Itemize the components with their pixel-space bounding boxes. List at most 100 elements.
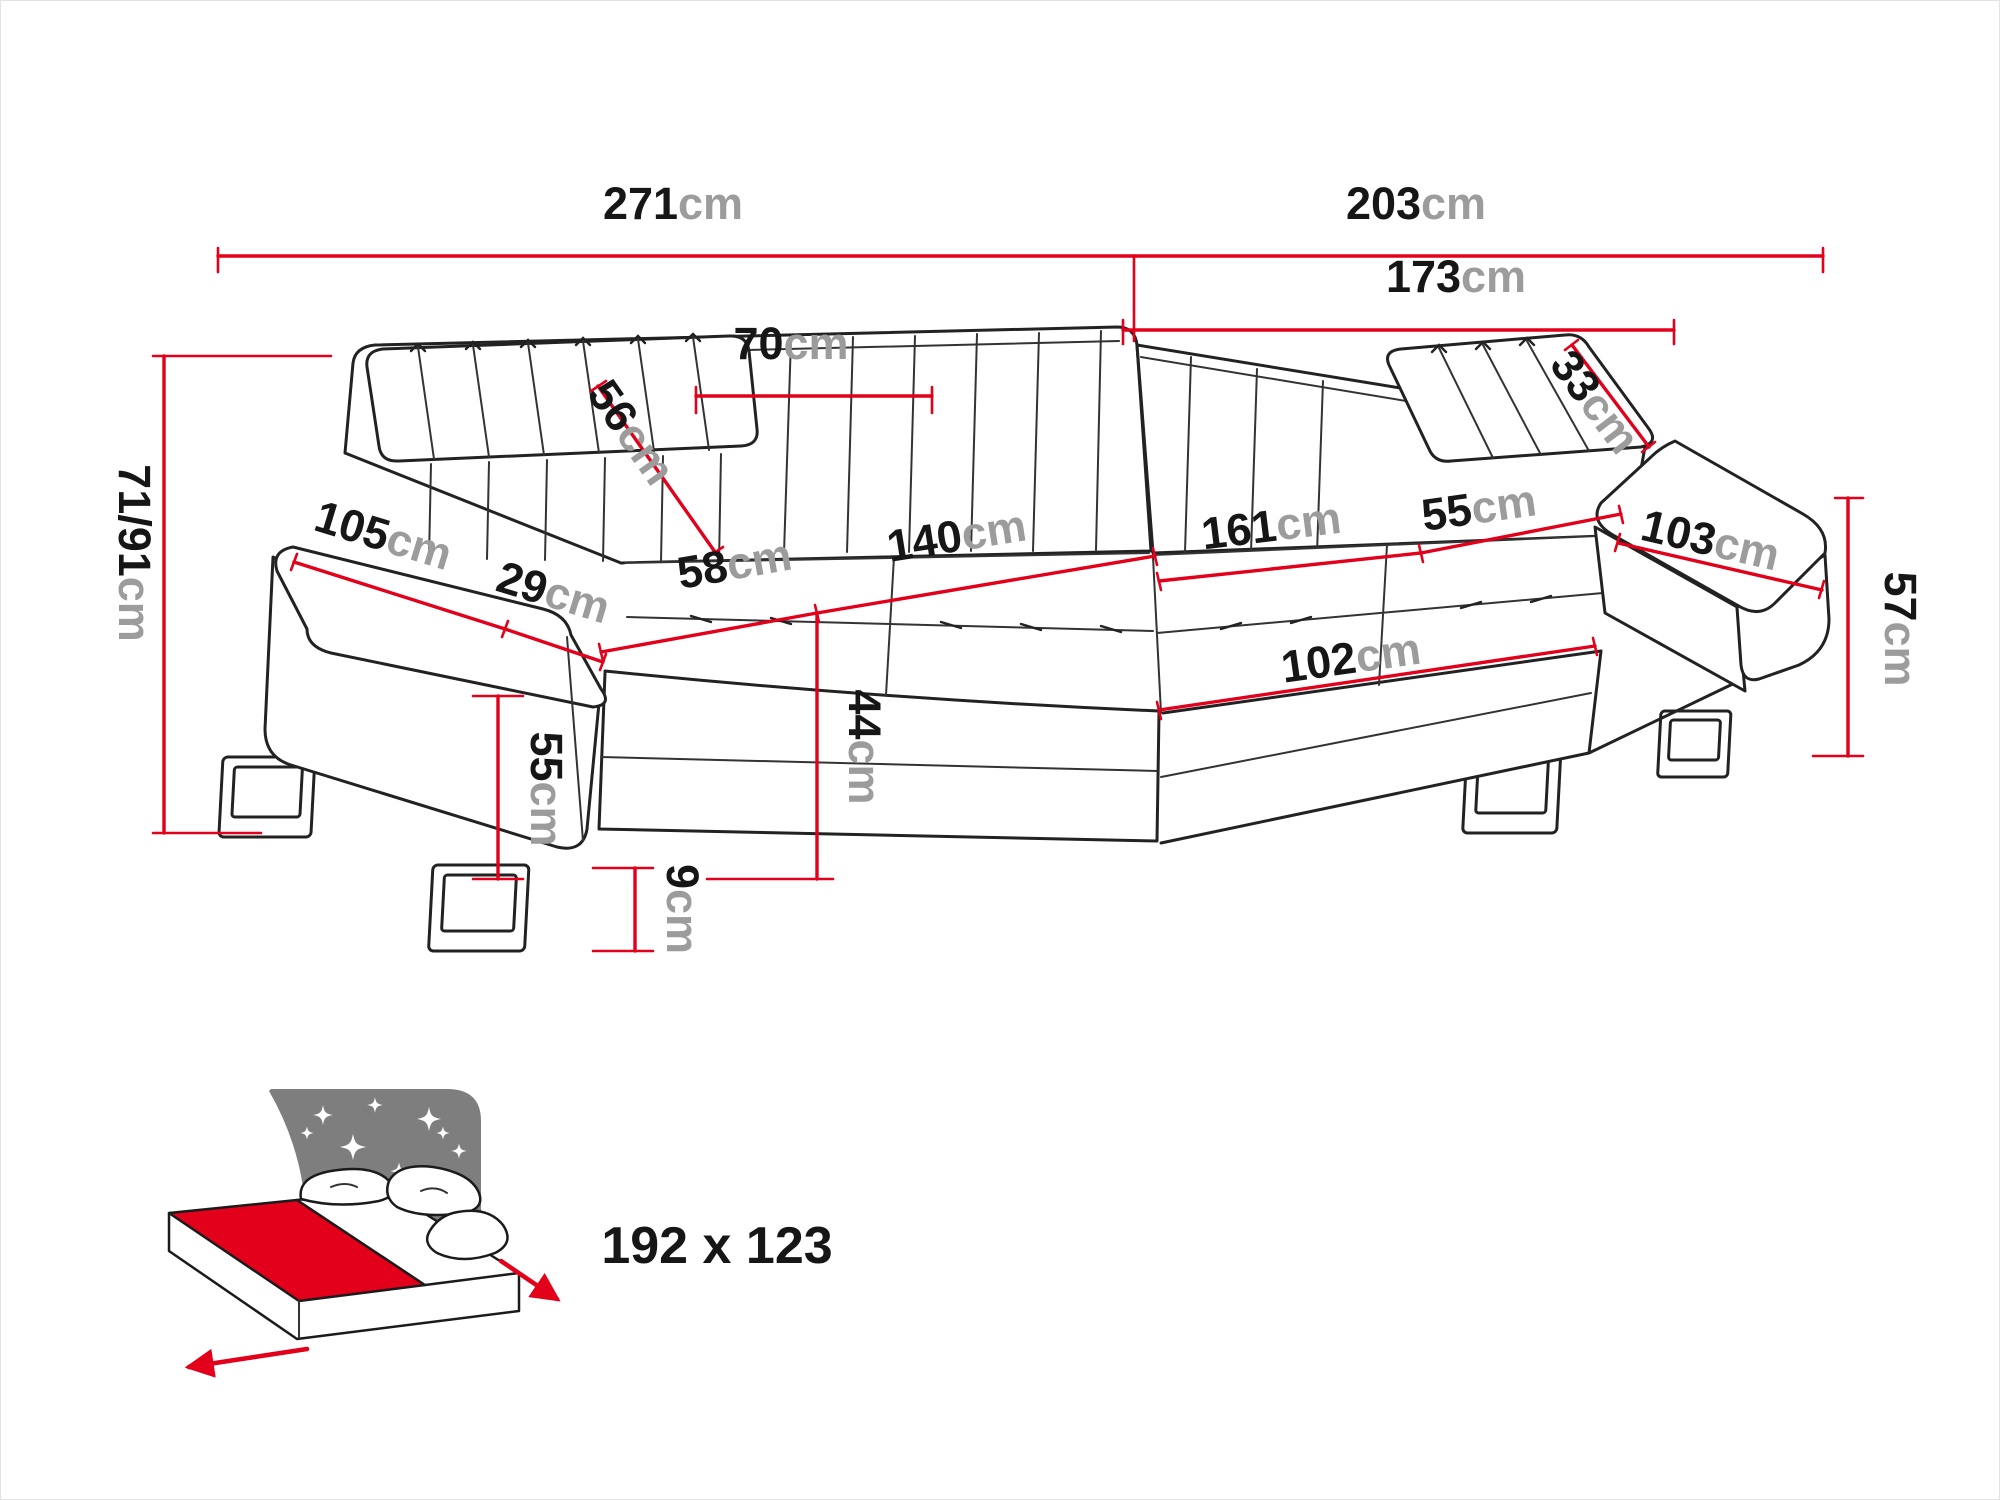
tick <box>591 866 655 953</box>
duvet-pillow <box>386 1165 482 1217</box>
dim-front-edge-right-label: 102cm <box>1278 623 1424 693</box>
duvet-folds <box>330 1183 448 1194</box>
tick <box>471 694 525 881</box>
tick <box>1563 338 1657 454</box>
armrest-top <box>274 545 607 709</box>
seat-front-edge-left <box>603 669 1161 713</box>
dim-seat-height-label: 44cm <box>839 689 890 804</box>
dim-headrest-width-label: 70cm <box>733 318 848 369</box>
dim-side-inner-depth-label: 173cm <box>1386 251 1526 302</box>
dim-value: 173 <box>1386 251 1461 302</box>
armrest-corner-seam <box>566 636 584 842</box>
dim-unit: cm <box>1461 251 1526 302</box>
fold-out-bed <box>167 1165 561 1378</box>
seat-front-edge-right <box>1161 649 1603 715</box>
dim-height-right-label: 57cm <box>1875 571 1926 686</box>
tick <box>1811 496 1865 758</box>
tick <box>1613 532 1826 600</box>
metal-leg <box>1656 709 1733 779</box>
dim-height-right: 57cm <box>1811 496 1926 758</box>
unfold-arrow-right <box>498 1258 561 1302</box>
dim-unit: cm <box>1352 623 1424 683</box>
sleeping-area-value: 192 x 123 <box>601 1217 832 1275</box>
dim-total-width: 271cm <box>216 178 1136 343</box>
sleeping-area-icon: 192 x 123 <box>167 1089 833 1378</box>
leg-inner <box>230 765 304 819</box>
dimension-line <box>596 384 717 554</box>
dim-value: 161 <box>1198 500 1279 560</box>
metal-leg <box>427 863 531 953</box>
dimension-line <box>1616 541 1824 592</box>
dim-leg-height-label: 9cm <box>657 864 708 954</box>
dim-unit: cm <box>521 782 572 847</box>
dim-unit: cm <box>381 512 458 580</box>
dim-unit: cm <box>1875 622 1926 687</box>
dim-value: 70 <box>733 318 783 369</box>
dim-headrest-width: 70cm <box>694 318 934 415</box>
dim-seat-height: 44cm <box>705 611 890 881</box>
leg-inner <box>1667 718 1722 762</box>
dim-unit: cm <box>1468 474 1540 534</box>
dim-seat-left: 58cm 140cm <box>597 500 1159 663</box>
right-armrest <box>1593 439 1831 693</box>
seat-left-face-fill <box>599 671 1159 841</box>
tuft-marks <box>409 332 702 353</box>
sofa-illustration <box>217 325 1831 953</box>
sofa-seats <box>597 534 1741 845</box>
dim-leg-height: 9cm <box>591 864 708 954</box>
dimension-line <box>1157 644 1597 712</box>
dim-value: 102 <box>1278 632 1359 693</box>
duvet-pillow <box>425 1209 509 1261</box>
tick <box>1155 636 1599 721</box>
sleeping-area-label: 192 x 123 <box>601 1217 832 1275</box>
dim-value: 105 <box>309 490 396 561</box>
tick <box>216 246 1136 343</box>
dim-unit: cm <box>723 529 796 591</box>
dim-value: 57 <box>1875 571 1926 621</box>
leg-inner <box>440 873 518 933</box>
dim-value: 9 <box>657 864 708 889</box>
metal-leg <box>217 755 317 839</box>
dim-unit: cm <box>109 577 160 642</box>
dim-armrest-height: 55cm <box>471 694 572 881</box>
tick <box>694 385 934 415</box>
dim-front-edge-right: 102cm <box>1155 623 1599 721</box>
tick <box>151 354 333 835</box>
dimensions: 271cm 203cm 173cm 70cm 71/91cm 56cm <box>109 178 1926 954</box>
dim-unit: cm <box>958 500 1030 561</box>
dim-armrest-height-label: 55cm <box>521 731 572 846</box>
dim-value: 203 <box>1346 178 1421 229</box>
dim-value: 140 <box>883 510 965 572</box>
dimension-line <box>1570 343 1651 449</box>
backrest-seams <box>428 330 1324 564</box>
dim-unit: cm <box>839 740 890 805</box>
dim-value: 271 <box>603 178 678 229</box>
seat-base-edges <box>597 649 1741 845</box>
dim-armrest-top-right: 103cm <box>1613 499 1826 600</box>
headrest-body <box>365 334 759 463</box>
dim-value: 44 <box>839 689 890 739</box>
dim-seat-depth-label: 58cm <box>673 529 795 599</box>
seat-cushion-seams <box>626 544 1604 714</box>
dim-side-depth-label: 203cm <box>1346 178 1486 229</box>
dim-unit: cm <box>1421 178 1486 229</box>
headrest-seams <box>1438 340 1590 459</box>
dim-unit: cm <box>784 318 849 369</box>
dim-value: 58 <box>673 540 731 599</box>
left-headrest <box>365 332 759 463</box>
dim-seat-width-left-label: 140cm <box>883 500 1029 572</box>
dim-value: 55 <box>521 731 572 781</box>
dim-value: 71/91 <box>109 464 160 577</box>
dim-height-range: 71/91cm <box>109 354 333 835</box>
headrest-seams <box>417 336 710 460</box>
tick <box>589 379 725 559</box>
dim-value: 55 <box>1418 483 1475 540</box>
dim-height-range-label: 71/91cm <box>109 464 160 642</box>
dim-unit: cm <box>678 178 743 229</box>
tick <box>1121 318 1676 346</box>
seat-left-fill <box>605 553 1159 711</box>
left-armrest <box>263 545 607 850</box>
unfold-arrow-left <box>184 1346 310 1378</box>
